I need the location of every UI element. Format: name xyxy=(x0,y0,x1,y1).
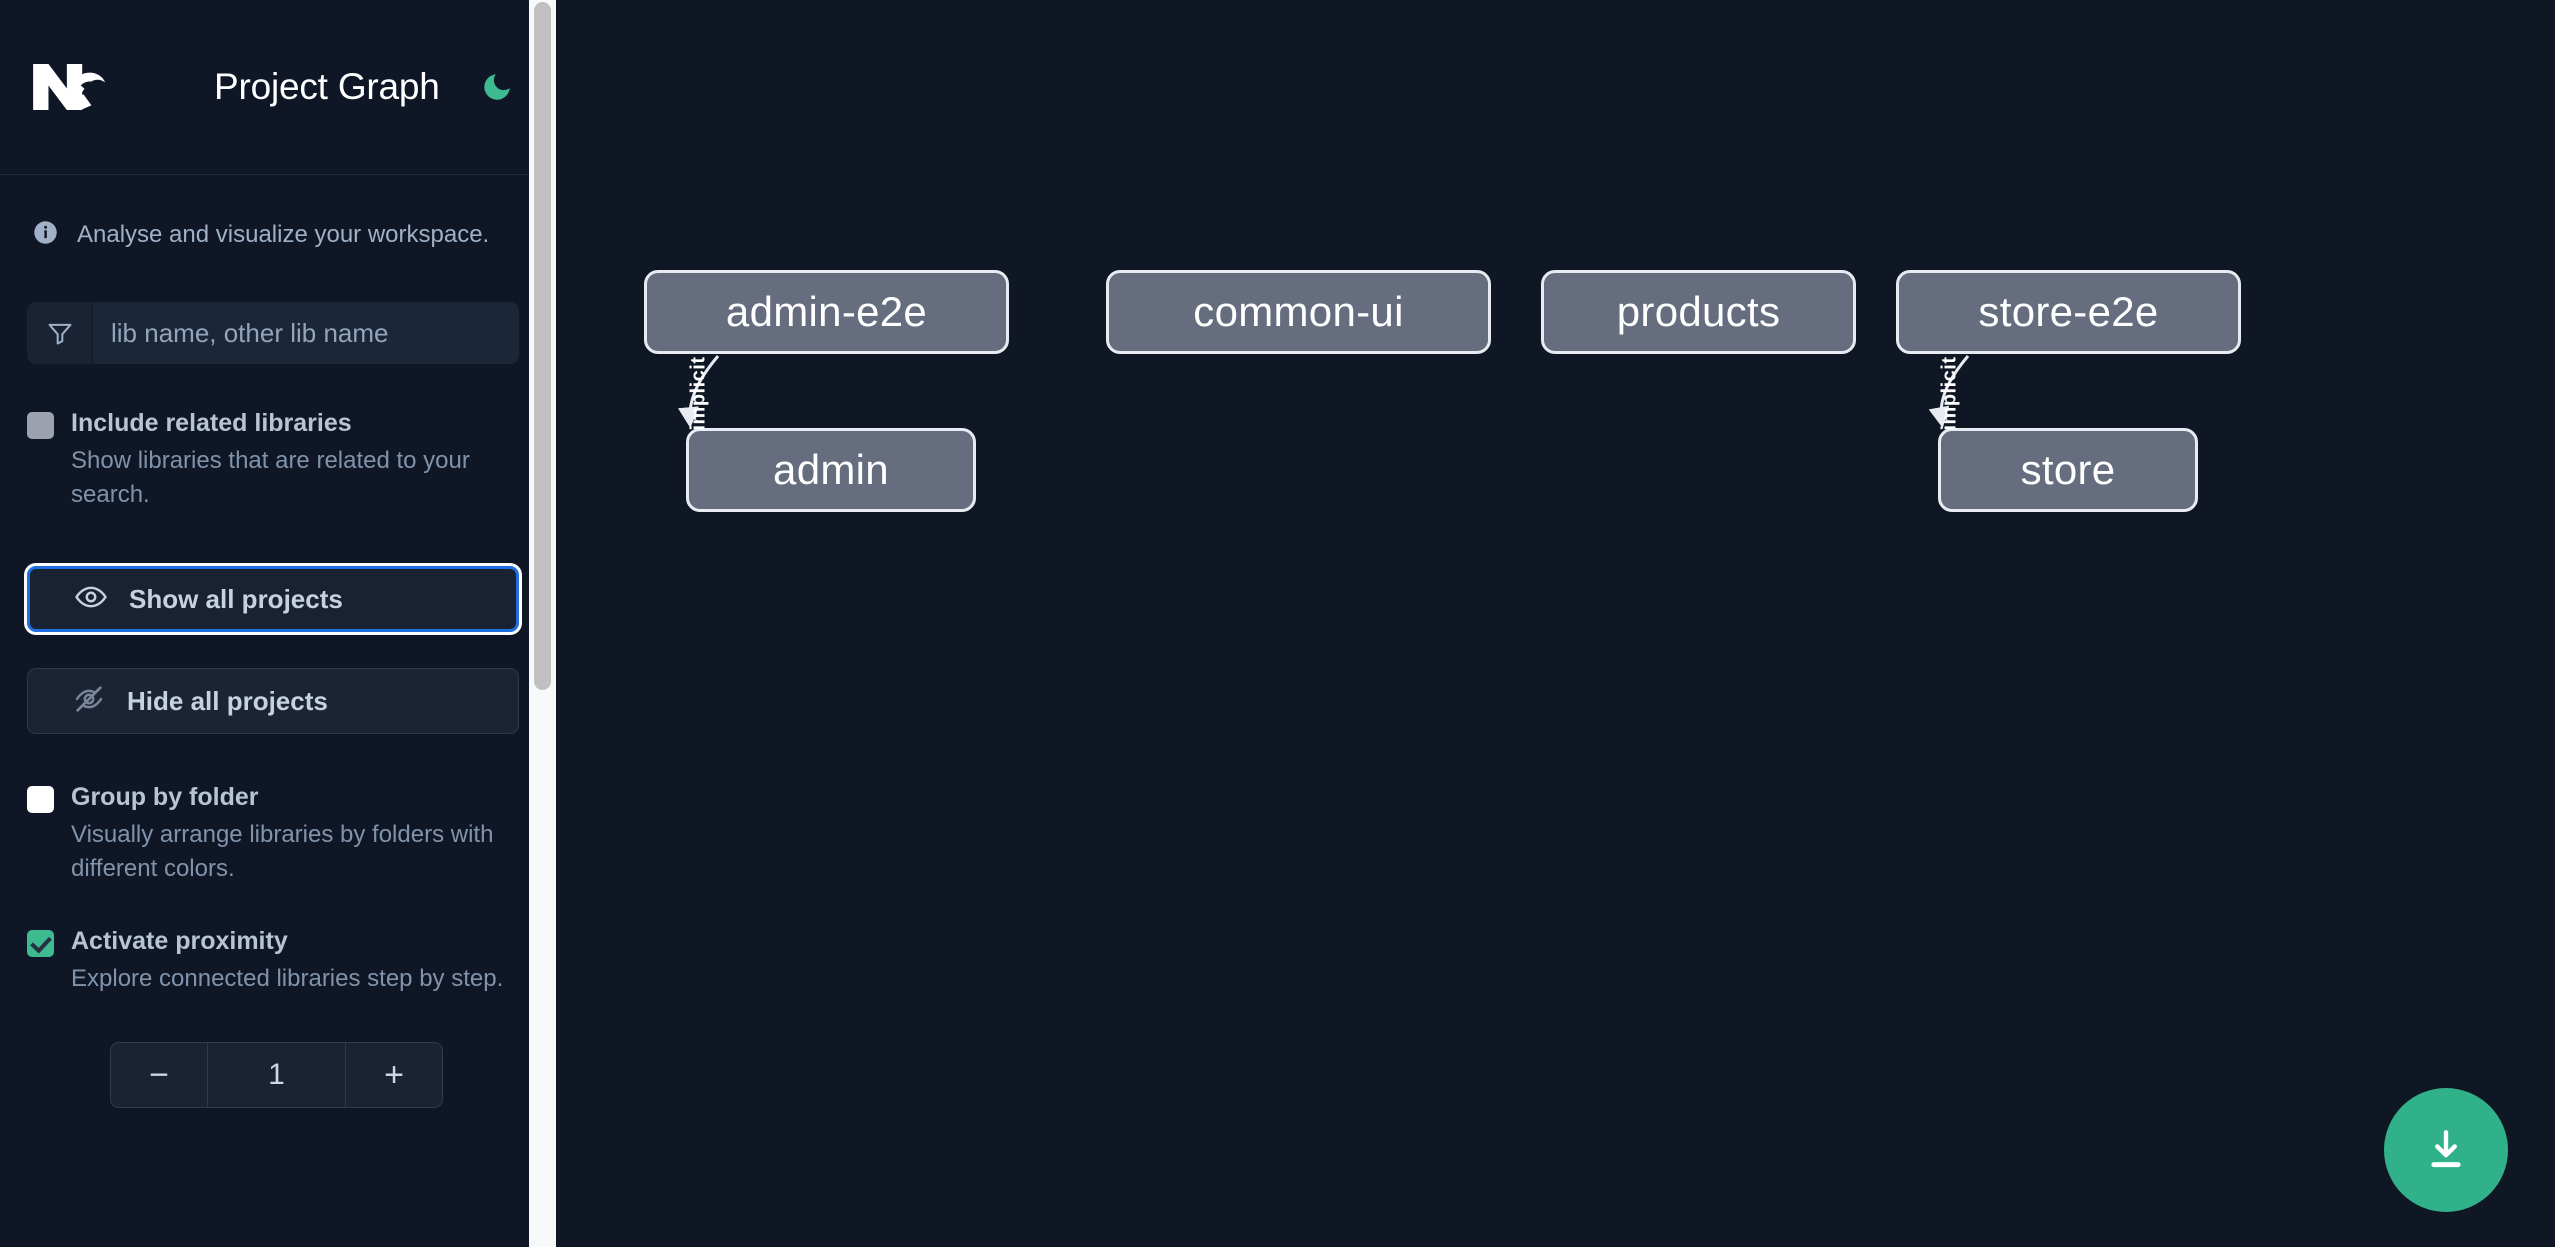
search-box xyxy=(27,302,519,364)
proximity-decrement-button[interactable]: − xyxy=(111,1043,208,1108)
download-icon xyxy=(2431,1130,2461,1168)
proximity-increment-button[interactable]: + xyxy=(345,1043,442,1108)
graph-node-label: products xyxy=(1616,288,1781,335)
graph-edges-layer xyxy=(678,355,1970,429)
show-all-projects-button[interactable]: Show all projects xyxy=(27,566,519,633)
option-title: Activate proximity xyxy=(71,927,288,956)
option-include-related-libraries[interactable]: Include related libraries Show libraries… xyxy=(0,406,556,512)
option-title: Include related libraries xyxy=(71,409,352,437)
info-icon xyxy=(32,219,59,251)
edge-label-admin-e2e-to-admin: implicit xyxy=(687,356,710,431)
edge-admin-e2e-to-admin xyxy=(678,355,720,429)
hide-all-projects-label: Hide all projects xyxy=(127,685,328,716)
download-graph-button[interactable] xyxy=(2384,1088,2508,1212)
search-input[interactable] xyxy=(93,302,519,364)
option-description: Show libraries that are related to your … xyxy=(71,446,470,508)
graph-node-admin-e2e[interactable]: admin-e2e xyxy=(644,270,1009,354)
tagline: Analyse and visualize your workspace. xyxy=(0,175,556,251)
graph-node-common-ui[interactable]: common-ui xyxy=(1106,270,1491,354)
sidebar-scrollbar[interactable] xyxy=(529,0,556,1247)
graph-node-label: admin-e2e xyxy=(725,288,928,335)
sidebar-scrollbar-thumb[interactable] xyxy=(534,2,551,690)
graph-node-label: store xyxy=(2020,446,2116,493)
option-title: Group by folder xyxy=(71,783,259,812)
graph-node-label: common-ui xyxy=(1193,288,1404,335)
option-group-by-folder[interactable]: Group by folder Visually arrange librari… xyxy=(0,780,556,886)
graph-node-label: admin xyxy=(773,446,889,493)
proximity-value: 1 xyxy=(208,1043,345,1108)
activate-proximity-checkbox[interactable] xyxy=(27,930,54,958)
graph-node-store[interactable]: store xyxy=(1938,428,2198,512)
edge-label-store-e2e-to-store: implicit xyxy=(1938,356,1961,431)
app-title: Project Graph xyxy=(214,66,440,107)
option-description: Explore connected libraries step by step… xyxy=(71,964,504,992)
edge-store-e2e-to-store xyxy=(1928,355,1970,429)
moon-icon[interactable] xyxy=(476,66,518,108)
graph-node-products[interactable]: products xyxy=(1541,270,1856,354)
option-description: Visually arrange libraries by folders wi… xyxy=(71,820,494,882)
graph-node-label: store-e2e xyxy=(1978,288,2159,335)
sidebar: Project Graph Analyse and visualize your… xyxy=(0,0,556,1247)
eye-off-icon xyxy=(72,682,106,721)
nx-logo-icon xyxy=(27,56,119,118)
proximity-stepper: − 1 + xyxy=(110,1042,443,1109)
graph-canvas[interactable]: admin-e2e common-ui products store-e2e a… xyxy=(556,0,2555,1247)
eye-icon xyxy=(74,580,108,619)
graph-node-store-e2e[interactable]: store-e2e xyxy=(1896,270,2241,354)
group-by-folder-checkbox[interactable] xyxy=(27,786,54,814)
option-activate-proximity[interactable]: Activate proximity Explore connected lib… xyxy=(0,924,556,996)
hide-all-projects-button[interactable]: Hide all projects xyxy=(27,668,519,735)
sidebar-header: Project Graph xyxy=(0,0,556,175)
graph-node-admin[interactable]: admin xyxy=(686,428,976,512)
tagline-text: Analyse and visualize your workspace. xyxy=(77,221,490,248)
filter-icon[interactable] xyxy=(27,302,93,364)
include-related-libraries-checkbox[interactable] xyxy=(27,412,54,439)
show-all-projects-label: Show all projects xyxy=(129,583,343,614)
